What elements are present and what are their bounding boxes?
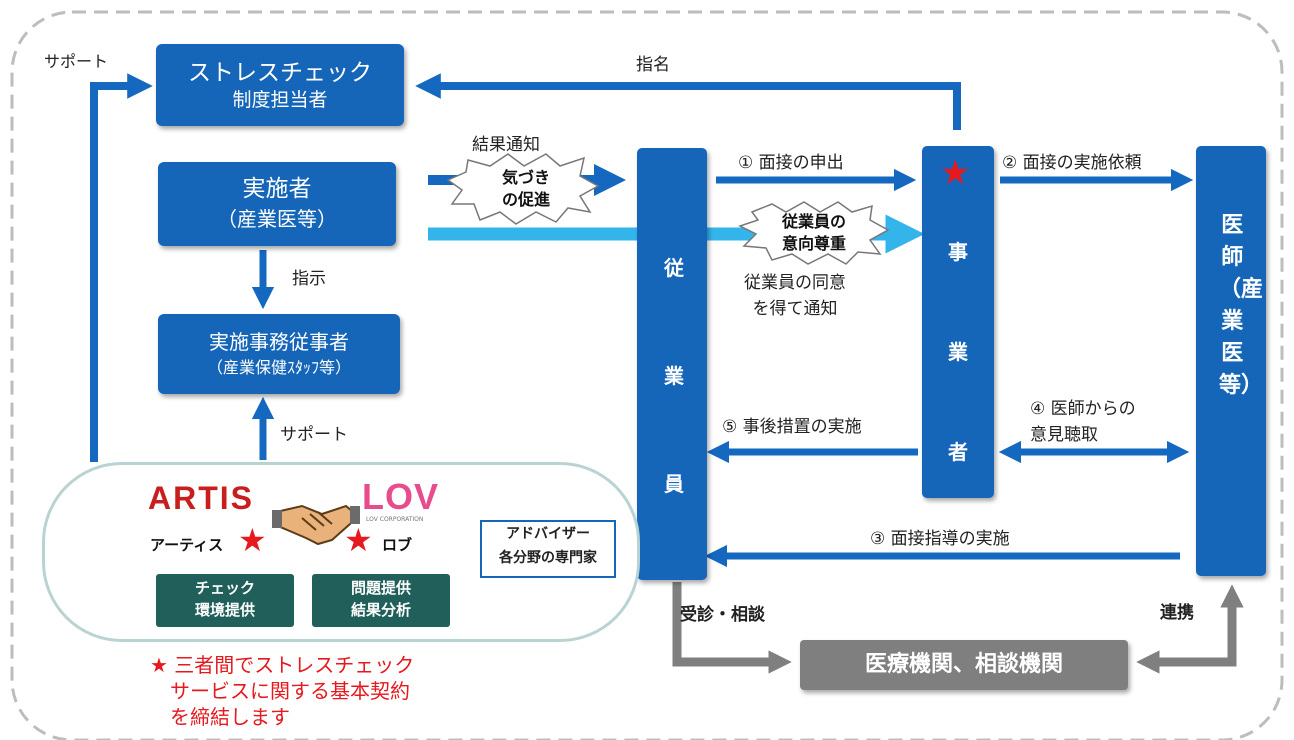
step1-label: ① 面接の申出 [738,153,844,173]
step4-label: ④ 医師からの 意見聴取 [1030,399,1136,445]
medical-institutions-label: 医療機関、相談機関 [864,652,1063,677]
employer-star-icon: ★ [940,153,971,193]
arrow-support-top [90,73,153,462]
step3-label: ③ 面接指導の実施 [870,529,1010,549]
doctor-box: 医師（産業医等） [1196,146,1266,576]
employee-char-1: 従業員 [664,256,684,496]
lov-star-icon: ★ [344,521,373,559]
employer-box: ★ 事業者 [922,146,994,498]
admin-staff-line1: 実施事務従事者 [209,330,349,354]
implementer-line2: （産業医等） [217,207,337,231]
awareness-line1: 気づき [501,168,550,187]
lov-sub: LOV CORPORATION [366,516,424,523]
handshake-icon [272,504,360,546]
cooperation-label: 連携 [1160,603,1194,623]
arrow-cooperation [1136,584,1244,674]
artis-star-icon: ★ [238,521,267,559]
lov-role-line2: 結果分析 [350,601,411,619]
admin-staff-box: 実施事務従事者 （産業保健ｽﾀｯﾌ等） [158,314,400,394]
artis-role-box: チェック 環境提供 [156,574,294,627]
outer-frame [10,10,1284,740]
respect-burst-text: 従業員の 意向尊重 [764,211,864,255]
implementer-line1: 実施者 [242,176,312,202]
employer-label: 事業者 [948,240,968,464]
contract-note-line3: を締結します [170,705,290,729]
artis-role-line1: チェック [194,579,255,597]
contract-note-line1: ★ 三者間でストレスチェック [150,653,415,677]
artis-logo: ARTIS [148,480,254,516]
admin-staff-line2: （産業保健ｽﾀｯﾌ等） [206,358,351,377]
implementer-box: 実施者 （産業医等） [158,162,396,246]
doctor-label: 医師（産業医等） [1219,213,1264,398]
awareness-burst [446,153,600,225]
stress-check-manager-line2: 制度担当者 [232,89,328,111]
employee-box: 従業員 [637,148,707,580]
advisor-line2: 各分野の専門家 [499,550,597,566]
lov-name: ロブ [382,536,413,554]
medical-institutions-box: 医療機関、相談機関 [800,640,1128,690]
support-top-label: サポート [44,52,109,71]
arrow-consultation [672,582,792,674]
contract-note: ★ 三者間でストレスチェック サービスに関する基本契約 を締結します [150,652,414,730]
lov-role-box: 問題提供 結果分析 [312,574,450,627]
support-mid-label: サポート [280,425,348,445]
advisor-box: アドバイザー 各分野の専門家 [480,520,616,578]
advisor-line1: アドバイザー [506,526,590,542]
artis-role-line2: 環境提供 [194,601,255,619]
respect-burst [738,201,890,265]
awareness-line2: の促進 [501,190,550,209]
step2-label: ② 面接の実施依頼 [1002,153,1142,173]
lov-logo: LOV [362,476,440,517]
artis-name: アーティス [150,536,224,554]
awareness-burst-text: 気づき の促進 [476,167,576,211]
stress-check-manager-box: ストレスチェック 制度担当者 [156,44,404,126]
lov-role-line1: 問題提供 [350,579,411,597]
consent-notice-label: 従業員の同意 を得て通知 [744,273,846,319]
consultation-label: 受診・相談 [680,605,765,625]
result-notice-label: 結果通知 [472,135,540,155]
step5-label: ⑤ 事後措置の実施 [722,417,862,437]
arrow-nomination [415,73,961,130]
respect-line2: 意向尊重 [781,234,846,253]
nomination-label: 指名 [636,55,670,75]
contract-note-line2: サービスに関する基本契約 [170,679,410,703]
respect-line1: 従業員の [781,212,846,231]
instruction-label: 指示 [292,269,326,289]
stress-check-manager-line1: ストレスチェック [188,60,372,86]
